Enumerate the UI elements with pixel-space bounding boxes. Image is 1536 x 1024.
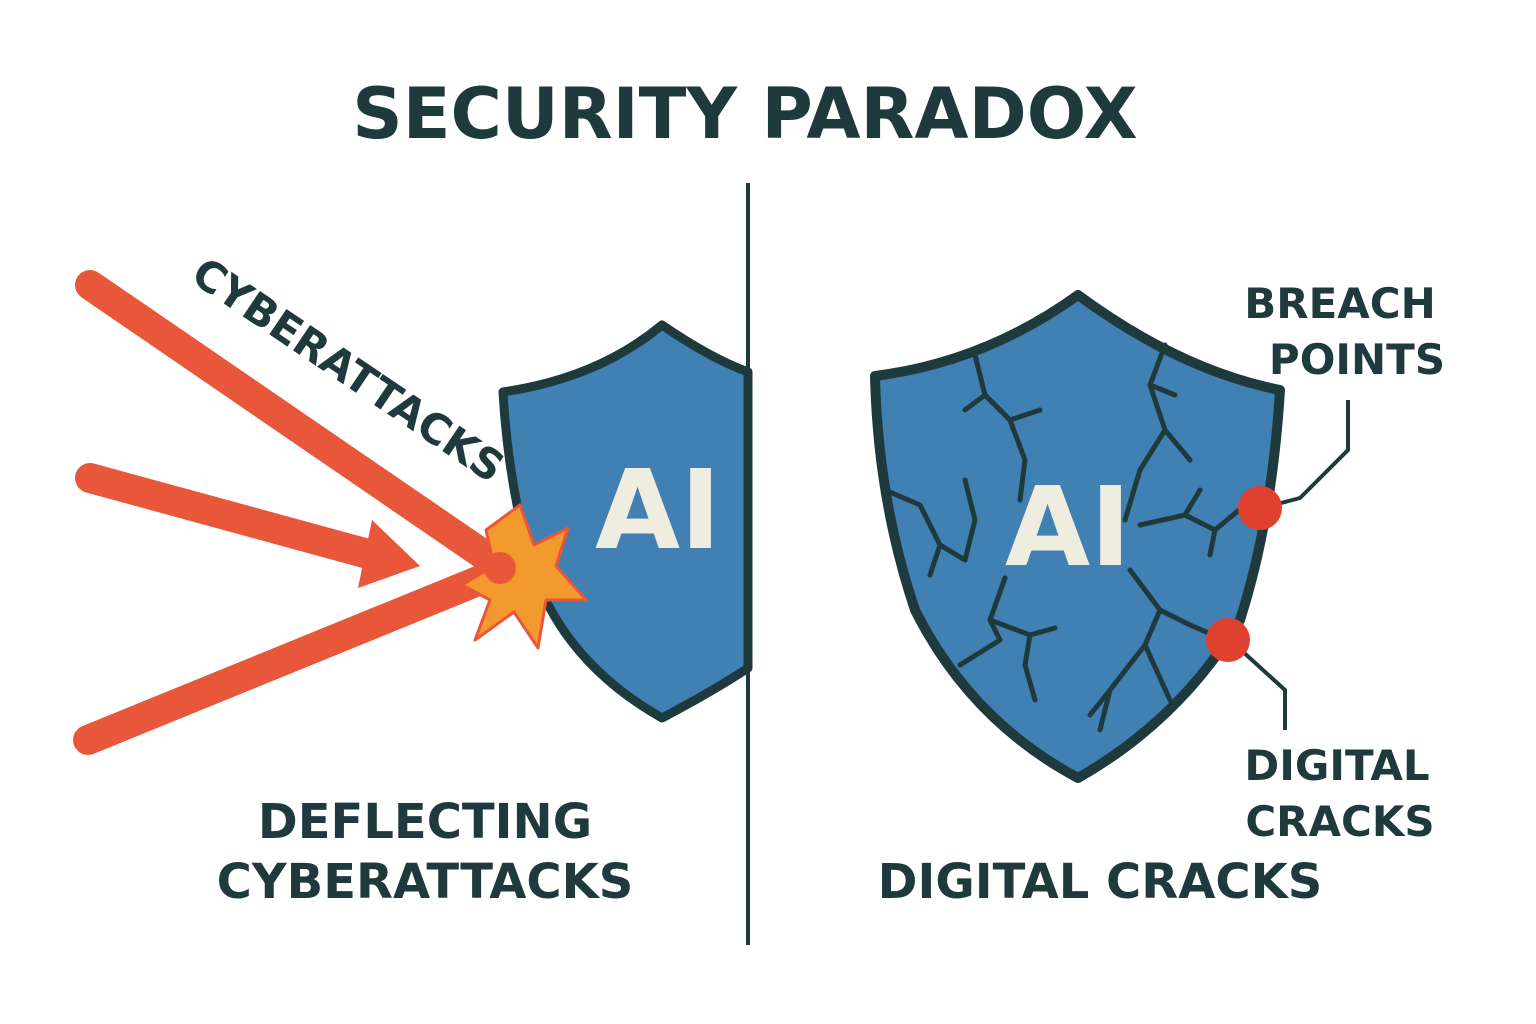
attack-arrow-middle	[75, 463, 405, 575]
attack-arrow-top	[75, 270, 515, 581]
page-title: SECURITY PARADOX	[352, 73, 1137, 155]
intact-shield-icon: AI	[498, 320, 753, 723]
right-panel: AI BREACH POINTS DIGITAL CRACKS DIGITAL …	[870, 279, 1445, 910]
left-shield-ai-text: AI	[595, 446, 721, 574]
breach-points-label-line2: POINTS	[1269, 335, 1445, 384]
digital-cracks-label-line2: CRACKS	[1245, 797, 1434, 846]
cracks-leader-line	[1228, 638, 1287, 730]
right-caption: DIGITAL CRACKS	[878, 854, 1323, 910]
left-caption-line2: CYBERATTACKS	[217, 854, 634, 910]
left-panel: AI CYBERATTACKS DEFLECTING CYBERATTACKS	[73, 248, 753, 910]
cracked-shield-icon: AI	[870, 290, 1285, 783]
left-caption-line1: DEFLECTING	[258, 794, 592, 850]
breach-point-upper	[1238, 486, 1282, 530]
arrow-head-icon	[358, 520, 420, 588]
breach-points-label-line1: BREACH	[1244, 279, 1436, 328]
attack-arrow-bottom	[73, 557, 515, 755]
breach-markers	[1206, 400, 1350, 730]
digital-cracks-label-line1: DIGITAL	[1244, 741, 1429, 790]
shield-cracks	[882, 342, 1248, 733]
attack-arrows	[73, 270, 515, 755]
breach-point-lower	[1206, 618, 1250, 662]
right-shield-ai-text: AI	[1005, 463, 1131, 591]
impact-core	[484, 552, 516, 584]
